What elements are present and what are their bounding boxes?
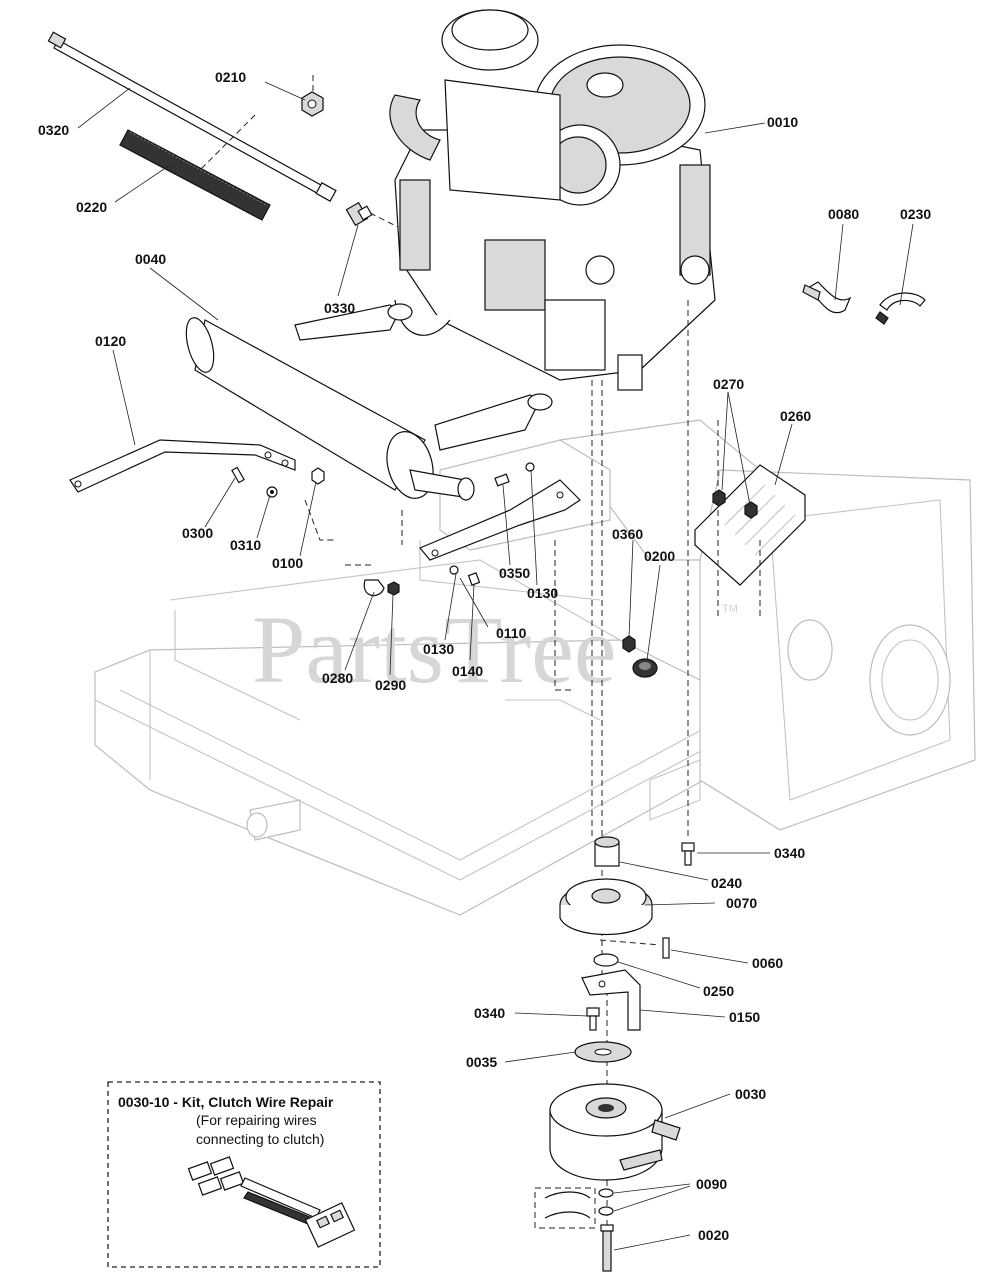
callout-0340-lower: 0340 <box>474 1005 505 1021</box>
callout-0150: 0150 <box>729 1009 760 1025</box>
part-0150-bracket <box>581 969 641 1031</box>
callout-0140: 0140 <box>452 663 483 679</box>
callout-0100: 0100 <box>272 555 303 571</box>
callout-0040: 0040 <box>135 251 166 267</box>
part-0200-grommet <box>632 658 658 678</box>
part-0330-fitting <box>345 201 401 229</box>
part-0110-bracket <box>419 479 581 561</box>
part-0030-clutch <box>549 1083 681 1181</box>
part-0340-bolt-lower <box>586 1007 600 1031</box>
part-0140-bolt <box>467 572 481 586</box>
part-0320-rod <box>47 31 337 202</box>
callout-0340-upper: 0340 <box>774 845 805 861</box>
part-0250-washer <box>593 953 619 967</box>
part-0240-spacer <box>594 836 620 867</box>
part-0060-key <box>662 937 670 959</box>
callout-0060: 0060 <box>752 955 783 971</box>
callout-0010: 0010 <box>767 114 798 130</box>
callout-0230: 0230 <box>900 206 931 222</box>
callout-0130-b: 0130 <box>423 641 454 657</box>
part-0070-pulley <box>559 878 653 935</box>
callout-0270: 0270 <box>713 376 744 392</box>
callout-0030: 0030 <box>735 1086 766 1102</box>
leader-lines <box>77 81 914 1251</box>
callout-0130-a: 0130 <box>527 585 558 601</box>
part-0290-bolt <box>231 466 245 484</box>
callout-0210: 0210 <box>215 69 246 85</box>
part-0310-washer <box>266 486 278 498</box>
part-0080-clip <box>802 281 852 314</box>
part-0360-nut <box>622 635 636 653</box>
callout-0260: 0260 <box>780 408 811 424</box>
part-0210-nut <box>301 75 324 117</box>
part-0035-washer <box>574 1041 632 1063</box>
part-0230-clamp <box>875 292 926 325</box>
part-0120-bracket <box>69 439 296 493</box>
part-0280-clamp <box>363 579 385 597</box>
part-0220-spring <box>119 129 271 221</box>
callout-labels: 0010 0020 0030 0035 0040 0060 0070 0080 … <box>38 69 931 1243</box>
callout-0290: 0300 <box>182 525 213 541</box>
kit-clutch-wire-repair: 0030-10 - Kit, Clutch Wire Repair (For r… <box>107 1081 381 1268</box>
dashed-line <box>199 114 256 171</box>
callout-0090: 0090 <box>696 1176 727 1192</box>
part-0040-muffler <box>185 303 553 501</box>
part-0350-bolt <box>494 473 510 487</box>
callout-0035: 0035 <box>466 1054 497 1070</box>
callout-0200: 0200 <box>644 548 675 564</box>
part-0020-bolt <box>600 1224 614 1272</box>
kit-title: 0030-10 - Kit, Clutch Wire Repair <box>118 1094 334 1110</box>
callout-0020: 0020 <box>698 1227 729 1243</box>
watermark-tm: TM <box>722 603 738 615</box>
part-0260-heat-shield <box>694 464 806 586</box>
callout-0250: 0250 <box>703 983 734 999</box>
callout-0280: 0280 <box>322 670 353 686</box>
part-0270-bolts <box>712 489 758 519</box>
callout-0310: 0310 <box>230 537 261 553</box>
callout-0300: 0290 <box>375 677 406 693</box>
callout-0360: 0360 <box>612 526 643 542</box>
kit-connectors-illustration <box>187 1156 356 1248</box>
callout-0240: 0240 <box>711 875 742 891</box>
part-0340-bolt-upper <box>681 842 695 866</box>
kit-description-line-2: connecting to clutch) <box>196 1131 324 1147</box>
part-0130-washer <box>449 462 535 575</box>
part-0100-nut <box>311 467 325 485</box>
part-0300-nut <box>387 581 400 596</box>
callout-0350: 0350 <box>499 565 530 581</box>
callout-0070: 0070 <box>726 895 757 911</box>
callout-0080: 0080 <box>828 206 859 222</box>
kit-description-line-1: (For repairing wires <box>196 1112 317 1128</box>
part-0090-shims <box>534 1187 614 1229</box>
callout-0220: 0220 <box>76 199 107 215</box>
callout-0320: 0320 <box>38 122 69 138</box>
callout-0120: 0120 <box>95 333 126 349</box>
callout-0330: 0330 <box>324 300 355 316</box>
part-0010-engine <box>389 9 716 391</box>
watermark-text: PartsTree <box>252 596 616 703</box>
callout-0110: 0110 <box>496 625 527 641</box>
